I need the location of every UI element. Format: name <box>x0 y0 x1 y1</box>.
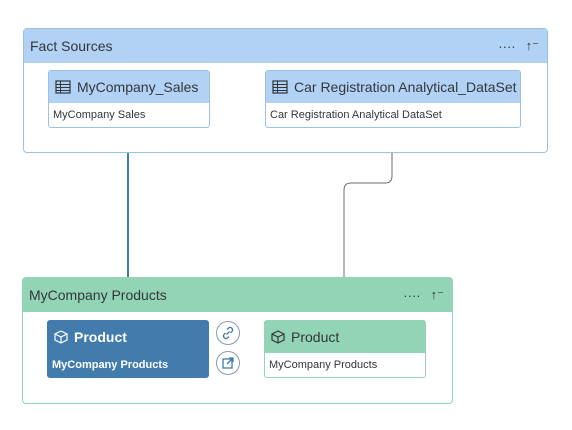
collapse-button[interactable]: ↑⁻ <box>430 287 444 302</box>
collapse-button[interactable]: ↑⁻ <box>525 38 539 53</box>
group-title: Fact Sources <box>30 38 113 54</box>
open-external-button[interactable] <box>216 351 240 375</box>
more-options-button[interactable]: ···· <box>498 38 516 54</box>
more-options-button[interactable]: ···· <box>403 287 421 303</box>
cube-icon <box>271 330 285 344</box>
fact-node-car-registration[interactable]: Car Registration Analytical_DataSet Car … <box>265 70 521 128</box>
open-external-icon <box>221 356 235 370</box>
node-title: MyCompany_Sales <box>77 79 199 95</box>
node-title: Car Registration Analytical_DataSet <box>294 79 517 95</box>
table-icon <box>55 80 71 94</box>
node-title: Product <box>291 329 340 345</box>
group-title: MyCompany Products <box>29 287 167 303</box>
link-button[interactable] <box>216 321 240 345</box>
cube-icon <box>54 330 68 344</box>
link-icon <box>221 326 235 340</box>
dimension-node-product-selected[interactable]: Product MyCompany Products <box>47 320 209 378</box>
table-icon <box>272 80 288 94</box>
node-subtitle: MyCompany Products <box>269 359 378 371</box>
node-title: Product <box>74 329 127 345</box>
fact-node-mycompany-sales[interactable]: MyCompany_Sales MyCompany Sales <box>48 70 210 128</box>
node-subtitle: Car Registration Analytical DataSet <box>270 109 442 121</box>
node-subtitle: MyCompany Sales <box>53 109 146 121</box>
dimension-node-product[interactable]: Product MyCompany Products <box>264 320 426 378</box>
link-line-carreg-to-product <box>343 128 393 300</box>
fact-sources-header: Fact Sources ···· ↑⁻ <box>24 29 547 63</box>
node-subtitle: MyCompany Products <box>52 359 169 371</box>
dimension-group-header: MyCompany Products ···· ↑⁻ <box>23 278 452 312</box>
